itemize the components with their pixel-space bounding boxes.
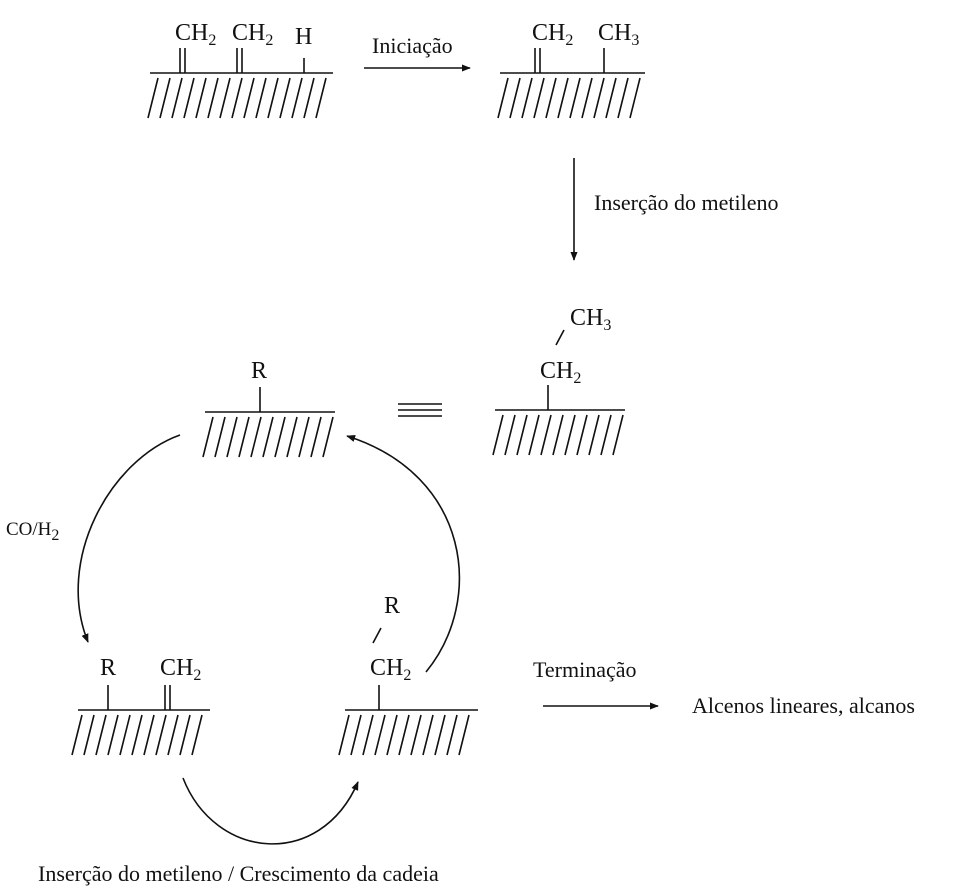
- chain-growth-label: Inserção do metileno / Crescimento da ca…: [38, 861, 439, 886]
- co-h2-label: CO/H2: [6, 519, 59, 544]
- methylene-insertion-label: Inserção do metileno: [594, 190, 779, 215]
- r-label: R: [384, 593, 400, 619]
- chain-growth-arrow: Inserção do metileno / Crescimento da ca…: [38, 777, 439, 886]
- termination-arrow: Terminação Alcenos lineares, alcanos: [533, 657, 915, 718]
- ch2-label: CH2: [370, 655, 411, 684]
- initiation-arrow: Iniciação: [364, 33, 471, 72]
- ch3-label: CH3: [598, 20, 639, 49]
- h-label: H: [295, 24, 312, 50]
- ch2-label: CH2: [232, 20, 273, 49]
- surface-ethyl: CH3 CH2: [492, 305, 625, 456]
- ch3-label: CH3: [570, 305, 611, 334]
- ch2-label: CH2: [175, 20, 216, 49]
- r-label: R: [251, 358, 267, 384]
- surface-r-ch2: R CH2: [71, 655, 210, 756]
- surface-ch2-r: R CH2: [338, 593, 478, 756]
- ch2-label: CH2: [540, 358, 581, 387]
- co-h2-arrow: CO/H2: [6, 434, 181, 643]
- termination-label: Terminação: [533, 657, 637, 682]
- surface-ch2-ch3: CH2 CH3: [497, 20, 645, 119]
- ch2-label: CH2: [532, 20, 573, 49]
- initiation-label: Iniciação: [372, 33, 453, 58]
- equivalence-sign: [398, 403, 442, 417]
- r-label: R: [100, 655, 116, 681]
- surface-r: R: [202, 358, 335, 458]
- cycle-return-arrow: [346, 435, 461, 673]
- methylene-insertion-arrow: Inserção do metileno: [570, 158, 779, 261]
- surface-ch2-ch2-h: CH2 CH2 H: [147, 20, 333, 119]
- ch2-label: CH2: [160, 655, 201, 684]
- products-label: Alcenos lineares, alcanos: [692, 693, 915, 718]
